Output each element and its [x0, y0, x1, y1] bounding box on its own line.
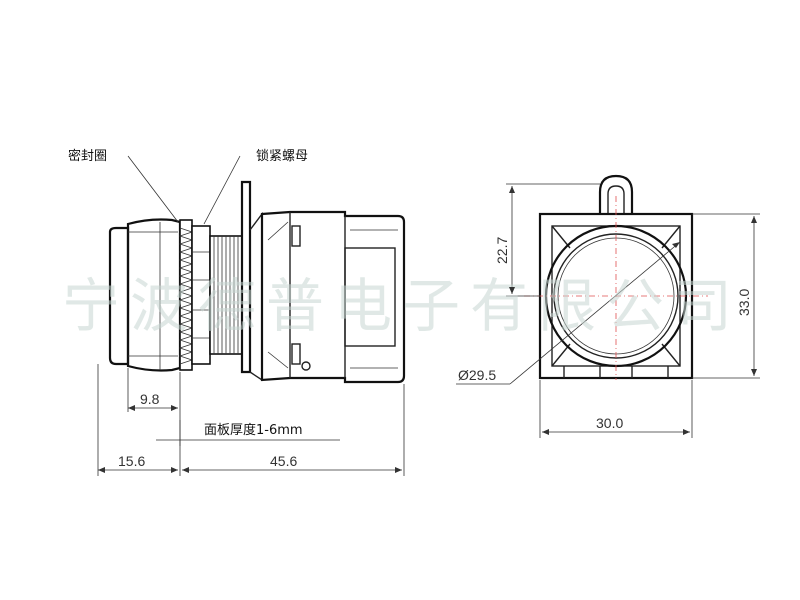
watermark: 宁波德普电子有限公司 [62, 272, 742, 340]
contact-block [260, 210, 406, 384]
lock-nut-label: 锁紧螺母 [256, 148, 308, 164]
side-dimensions [97, 364, 405, 476]
front-dimensions [456, 183, 760, 438]
side-view [97, 155, 406, 476]
dim-diameter: Ø29.5 [458, 367, 496, 383]
seal-ring-label: 密封圈 [68, 148, 107, 164]
threaded-body [209, 235, 243, 355]
hanging-loop [598, 174, 634, 214]
dim-45-6: 45.6 [270, 453, 297, 469]
panel-thickness-label: 面板厚度1-6mm [204, 422, 303, 438]
dim-15-6: 15.6 [118, 453, 145, 469]
dimension-arrows [98, 186, 757, 473]
lock-nut-leader [203, 155, 241, 225]
dim-33-0: 33.0 [736, 289, 752, 316]
dim-9-8: 9.8 [140, 391, 160, 407]
dim-22-7: 22.7 [494, 237, 510, 264]
dim-30-0: 30.0 [596, 415, 623, 431]
front-view [456, 174, 760, 438]
seal-ring-leader [127, 155, 179, 223]
